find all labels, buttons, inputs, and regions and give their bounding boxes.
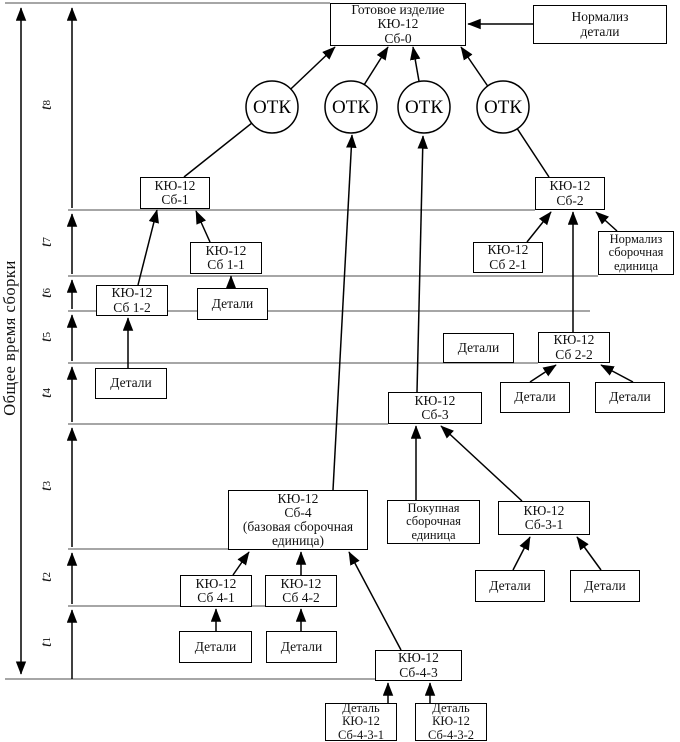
node-sb-2-1: КЮ-12 Сб 2-1 xyxy=(473,242,543,273)
node-parts-sb-4-1: Детали xyxy=(179,631,252,663)
node-part-sb-4-3-1: Деталь КЮ-12 Сб-4-3-1 xyxy=(325,702,397,741)
node-normalized-assembly-unit: Нормализ сборочная единица xyxy=(598,231,674,275)
node-sb-1-2: КЮ-12 Сб 1-2 xyxy=(96,285,168,316)
node-parts-sb-3-1-left: Детали xyxy=(475,570,545,602)
node-purchased-assembly-unit: Покупная сборочная единица xyxy=(387,500,480,544)
otk-label: ОТК xyxy=(253,97,291,118)
node-parts-sb-1-2: Детали xyxy=(95,368,167,399)
node-sb-1-1: КЮ-12 Сб 1-1 xyxy=(190,242,262,274)
node-parts-sb-2-2-left: Детали xyxy=(500,382,570,413)
node-parts-sb-1-1: Детали xyxy=(197,288,268,320)
node-sb-3-1: КЮ-12 Сб-3-1 xyxy=(498,501,590,535)
node-sb-4-3: КЮ-12 Сб-4-3 xyxy=(375,650,462,681)
otk-label: ОТК xyxy=(484,97,522,118)
node-sb-3: КЮ-12 Сб-3 xyxy=(388,392,482,424)
node-parts-sb-4-2: Детали xyxy=(266,631,337,663)
node-parts-sb-2-2-right: Детали xyxy=(595,382,665,413)
node-finished-product: Готовое изделие КЮ-12 Сб-0 xyxy=(330,2,466,46)
otk-label: ОТК xyxy=(332,97,370,118)
node-sb-4-base-assembly-unit: КЮ-12 Сб-4 (базовая сборочная единица) xyxy=(228,490,368,550)
node-sb-1: КЮ-12 Сб-1 xyxy=(140,177,210,209)
total-assembly-time-label: Общее время сборки xyxy=(0,260,19,416)
node-parts-sb-3-1-right: Детали xyxy=(570,570,640,602)
node-sb-2-2: КЮ-12 Сб 2-2 xyxy=(538,332,610,363)
connector-arrows xyxy=(122,18,634,703)
otk-label: ОТК xyxy=(405,97,443,118)
otk-circle-4 xyxy=(476,80,530,134)
otk-circles: ОТК ОТК ОТК ОТК xyxy=(245,80,530,134)
otk-circle-1 xyxy=(245,80,299,134)
node-parts-middle: Детали xyxy=(443,333,514,363)
node-sb-4-1: КЮ-12 Сб 4-1 xyxy=(180,575,252,607)
node-sb-4-2: КЮ-12 Сб 4-2 xyxy=(265,575,337,607)
node-normalized-parts: Нормализ детали xyxy=(533,5,667,44)
otk-circle-3 xyxy=(397,80,451,134)
node-part-sb-4-3-2: Деталь КЮ-12 Сб-4-3-2 xyxy=(415,702,487,741)
node-sb-2: КЮ-12 Сб-2 xyxy=(535,177,605,210)
otk-circle-2 xyxy=(324,80,378,134)
